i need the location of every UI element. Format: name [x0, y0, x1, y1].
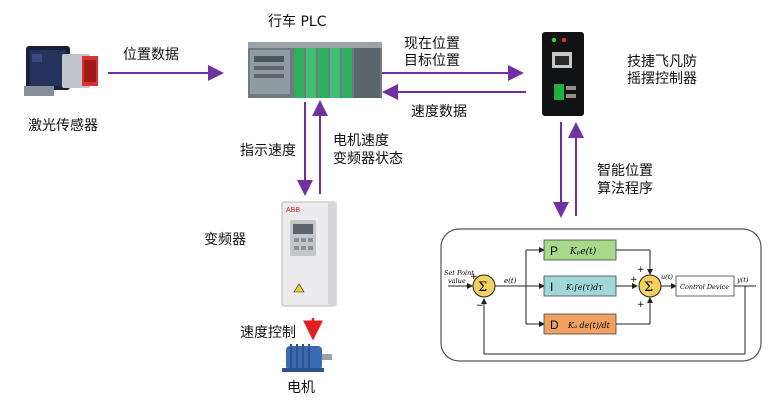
laser-sensor-image — [24, 46, 98, 96]
pid-setpoint-line1: Set Point — [444, 269, 474, 277]
vfd-label: 变频器 — [204, 232, 246, 248]
pid-control-device-label: Control Device — [680, 283, 729, 291]
pid-sum1-symbol: Σ — [478, 280, 487, 295]
controller-label-line1: 技捷飞凡防 — [627, 54, 697, 70]
label-current-position: 现在位置 — [404, 36, 460, 52]
pid-y-label: y(t) — [736, 276, 749, 284]
pid-sum2-plus-bottom: + — [637, 300, 645, 310]
label-speed-control: 速度控制 — [240, 325, 296, 341]
motor-label: 电机 — [287, 380, 315, 396]
pid-i-label: I — [550, 280, 553, 294]
label-command-speed: 指示速度 — [240, 143, 296, 159]
label-position-data: 位置数据 — [123, 47, 179, 63]
label-speed-data: 速度数据 — [411, 104, 467, 120]
label-target-position: 目标位置 — [404, 53, 460, 69]
pid-sum2-plus-top: + — [637, 265, 645, 275]
label-smart-position: 智能位置 — [597, 163, 653, 179]
pid-sum1-plus: + — [470, 272, 478, 282]
svg-text:ABB: ABB — [286, 207, 300, 214]
pid-diagram: Set Point value Σ + − e(t) P Kₚe(t) I Kᵢ… — [440, 228, 762, 362]
plc-image — [248, 42, 382, 98]
pid-p-formula: Kₚe(t) — [569, 246, 597, 257]
pid-error-label: e(t) — [504, 277, 517, 285]
pid-setpoint-line2: value — [448, 277, 466, 285]
pid-d-label: D — [550, 318, 559, 332]
controller-label-line2: 摇摆控制器 — [627, 71, 697, 87]
vfd-image: ABB — [281, 201, 337, 307]
plc-title: 行车 PLC — [268, 14, 327, 30]
laser-sensor-label: 激光传感器 — [28, 118, 98, 134]
controller-image — [542, 32, 584, 116]
label-vfd-status: 变频器状态 — [333, 151, 403, 167]
motor-image — [282, 344, 332, 372]
pid-i-formula: Kᵢ∫e(τ)dτ — [565, 283, 603, 292]
pid-sum2-plus-left: + — [630, 275, 638, 285]
pid-u-label: u(t) — [661, 273, 673, 281]
label-motor-speed: 电机速度 — [333, 133, 389, 149]
pid-sum2-symbol: Σ — [644, 280, 653, 295]
label-algorithm-program: 算法程序 — [597, 181, 653, 197]
pid-p-label: P — [550, 244, 558, 258]
pid-d-formula: Kₐ de(t)/dt — [567, 321, 611, 330]
pid-sum1-minus: − — [476, 301, 484, 311]
